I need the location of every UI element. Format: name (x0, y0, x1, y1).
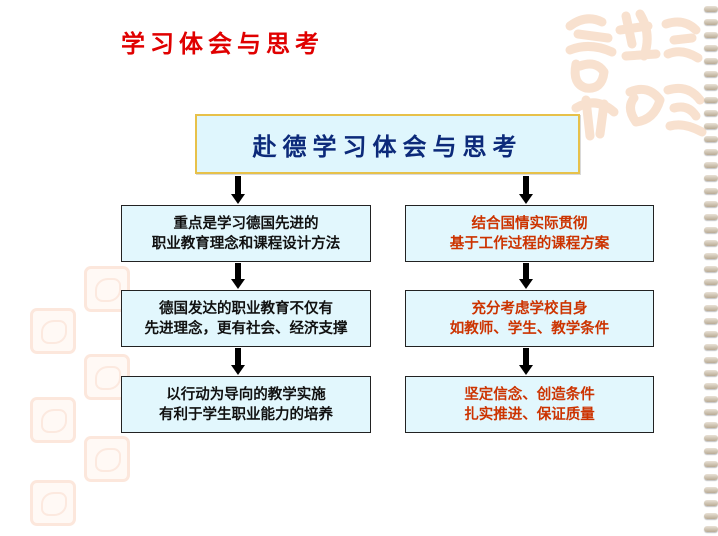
auspicious-seal-icon (84, 436, 130, 482)
binding-ring (704, 201, 718, 207)
binding-ring (704, 331, 718, 337)
arrow-down-icon (519, 348, 533, 375)
binding-ring (704, 97, 718, 103)
arrow-down-icon (519, 176, 533, 204)
left-node-1: 重点是学习德国先进的 职业教育理念和课程设计方法 (121, 205, 371, 262)
binding-ring (704, 149, 718, 155)
left-node-3: 以行动为导向的教学实施 有利于学生职业能力的培养 (121, 376, 371, 433)
header-box: 赴德学习体会与思考 (195, 114, 580, 174)
binding-ring (704, 370, 718, 376)
node-line: 德国发达的职业教育不仅有 (159, 299, 333, 317)
right-node-3: 坚定信念、创造条件 扎实推进、保证质量 (405, 376, 654, 433)
binding-ring (704, 526, 718, 532)
binding-ring (704, 266, 718, 272)
left-node-2: 德国发达的职业教育不仅有 先进理念，更有社会、经济支撑 (121, 290, 371, 347)
binding-ring (704, 84, 718, 90)
binding-ring (704, 487, 718, 493)
node-line: 先进理念，更有社会、经济支撑 (144, 319, 348, 337)
binding-ring (704, 58, 718, 64)
binding-ring (704, 357, 718, 363)
binding-ring (704, 500, 718, 506)
arrow-down-icon (231, 263, 245, 289)
auspicious-seal-icon (30, 480, 76, 526)
binding-ring (704, 461, 718, 467)
page-title: 学习体会与思考 (121, 29, 324, 58)
node-line: 结合国情实际贯彻 (471, 214, 588, 232)
right-node-2: 充分考虑学校自身 如教师、学生、教学条件 (405, 290, 654, 347)
binding-ring (704, 175, 718, 181)
binding-ring (704, 383, 718, 389)
binding-ring (704, 188, 718, 194)
binding-ring (704, 422, 718, 428)
binding-ring (704, 71, 718, 77)
arrow-down-icon (231, 176, 245, 204)
binding-ring (704, 396, 718, 402)
arrow-down-icon (519, 263, 533, 289)
node-line: 基于工作过程的课程方案 (449, 234, 610, 252)
binding-ring (704, 162, 718, 168)
binding-ring (704, 136, 718, 142)
binding-ring (704, 279, 718, 285)
binding-ring (704, 344, 718, 350)
node-line: 充分考虑学校自身 (471, 299, 588, 317)
binding-ring (704, 227, 718, 233)
binding-ring (704, 253, 718, 259)
node-line: 有利于学生职业能力的培养 (159, 405, 333, 423)
binding-ring (704, 409, 718, 415)
node-line: 扎实推进、保证质量 (464, 405, 595, 423)
binding-ring (704, 318, 718, 324)
binding-ring (704, 240, 718, 246)
binding-ring (704, 19, 718, 25)
node-line: 重点是学习德国先进的 (173, 214, 319, 232)
binding-ring (704, 45, 718, 51)
node-line: 以行动为导向的教学实施 (166, 385, 326, 403)
binding-ring (704, 435, 718, 441)
binding-ring (704, 214, 718, 220)
node-line: 如教师、学生、教学条件 (449, 319, 610, 337)
binding-ring (704, 110, 718, 116)
auspicious-seal-icon (30, 308, 76, 354)
node-line: 职业教育理念和课程设计方法 (151, 234, 341, 252)
binding-ring (704, 123, 718, 129)
right-node-1: 结合国情实际贯彻 基于工作过程的课程方案 (405, 205, 654, 262)
auspicious-seal-icon (565, 9, 707, 141)
node-line: 坚定信念、创造条件 (464, 385, 595, 403)
auspicious-seal-icon (84, 266, 130, 312)
binding-ring (704, 448, 718, 454)
binding-ring (704, 513, 718, 519)
binding-ring (704, 6, 718, 12)
binding-ring (704, 292, 718, 298)
binding-ring (704, 32, 718, 38)
arrow-down-icon (231, 348, 245, 375)
auspicious-seal-icon (30, 397, 76, 443)
binding-ring (704, 305, 718, 311)
binding-ring (704, 474, 718, 480)
spiral-binding (704, 0, 718, 536)
header-title: 赴德学习体会与思考 (252, 131, 523, 161)
